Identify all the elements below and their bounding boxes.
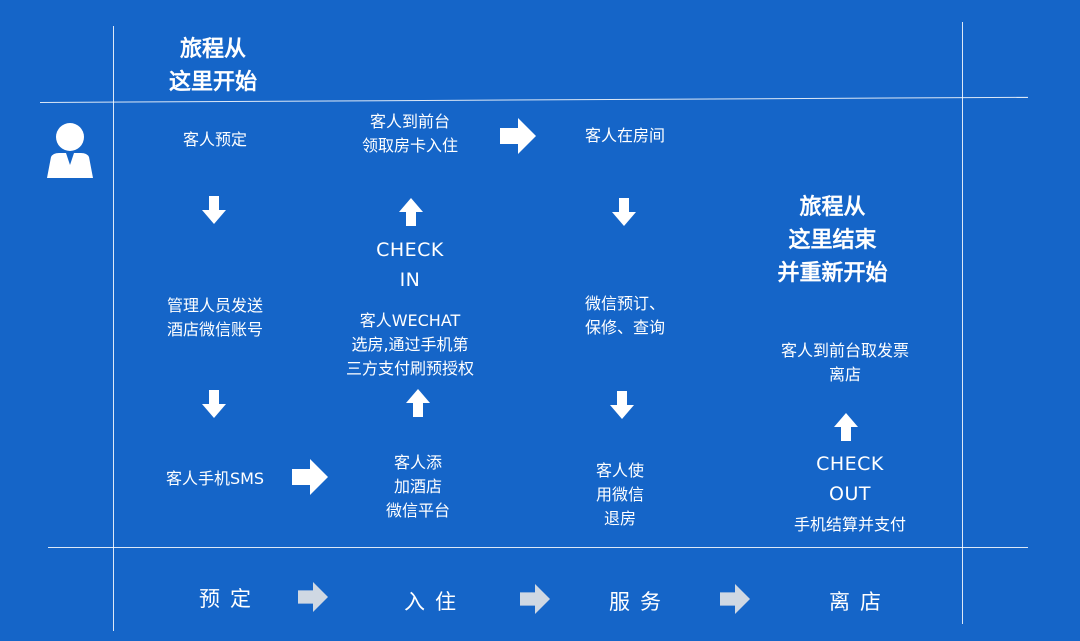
step-guest-in-room: 客人在房间 xyxy=(584,126,665,145)
journey-start-title: 旅程从 这里开始 xyxy=(168,37,257,95)
left-divider-line xyxy=(113,26,114,631)
step-invoice-departure: 客人到前台取发票 离店 xyxy=(780,341,909,384)
arrow-up-icon xyxy=(399,198,423,226)
step-mobile-payment: 手机结算并支付 xyxy=(793,515,906,534)
arrow-down-icon xyxy=(202,390,226,418)
bottom-divider-line xyxy=(48,547,1028,548)
check-in-label: CHECK IN xyxy=(376,239,444,291)
step-wechat-checkout: 客人使 用微信 退房 xyxy=(595,461,644,528)
stage-check-in: 入住 xyxy=(404,590,466,614)
step-checkin-front-desk: 客人到前台 领取房卡入住 xyxy=(361,112,458,155)
step-guest-sms: 客人手机SMS xyxy=(165,469,265,488)
stage-departure: 离店 xyxy=(829,590,891,614)
step-guest-booking: 客人预定 xyxy=(182,130,247,149)
stage-booking: 预定 xyxy=(199,587,261,611)
arrow-right-icon xyxy=(292,459,328,495)
arrow-up-icon xyxy=(834,413,858,441)
arrow-down-icon xyxy=(610,391,634,419)
step-wechat-room-selection: 客人WECHAT 选房,通过手机第 三方支付刷预授权 xyxy=(345,311,474,378)
arrow-down-icon xyxy=(612,198,636,226)
user-icon xyxy=(47,123,93,178)
arrow-right-icon xyxy=(500,118,536,154)
arrow-up-icon xyxy=(406,389,430,417)
arrow-down-icon xyxy=(202,196,226,224)
check-out-label: CHECK OUT xyxy=(816,453,884,505)
step-wechat-services: 微信预订、 保修、查询 xyxy=(584,294,665,337)
arrow-right-icon xyxy=(298,582,328,612)
arrow-right-icon xyxy=(720,584,750,614)
arrow-right-icon xyxy=(520,584,550,614)
right-divider-line xyxy=(962,22,963,624)
journey-end-title: 旅程从 这里结束 并重新开始 xyxy=(777,195,888,286)
step-send-wechat-account: 管理人员发送 酒店微信账号 xyxy=(166,296,263,339)
step-add-hotel-wechat: 客人添 加酒店 微信平台 xyxy=(385,453,450,520)
stage-service: 服务 xyxy=(609,590,671,614)
